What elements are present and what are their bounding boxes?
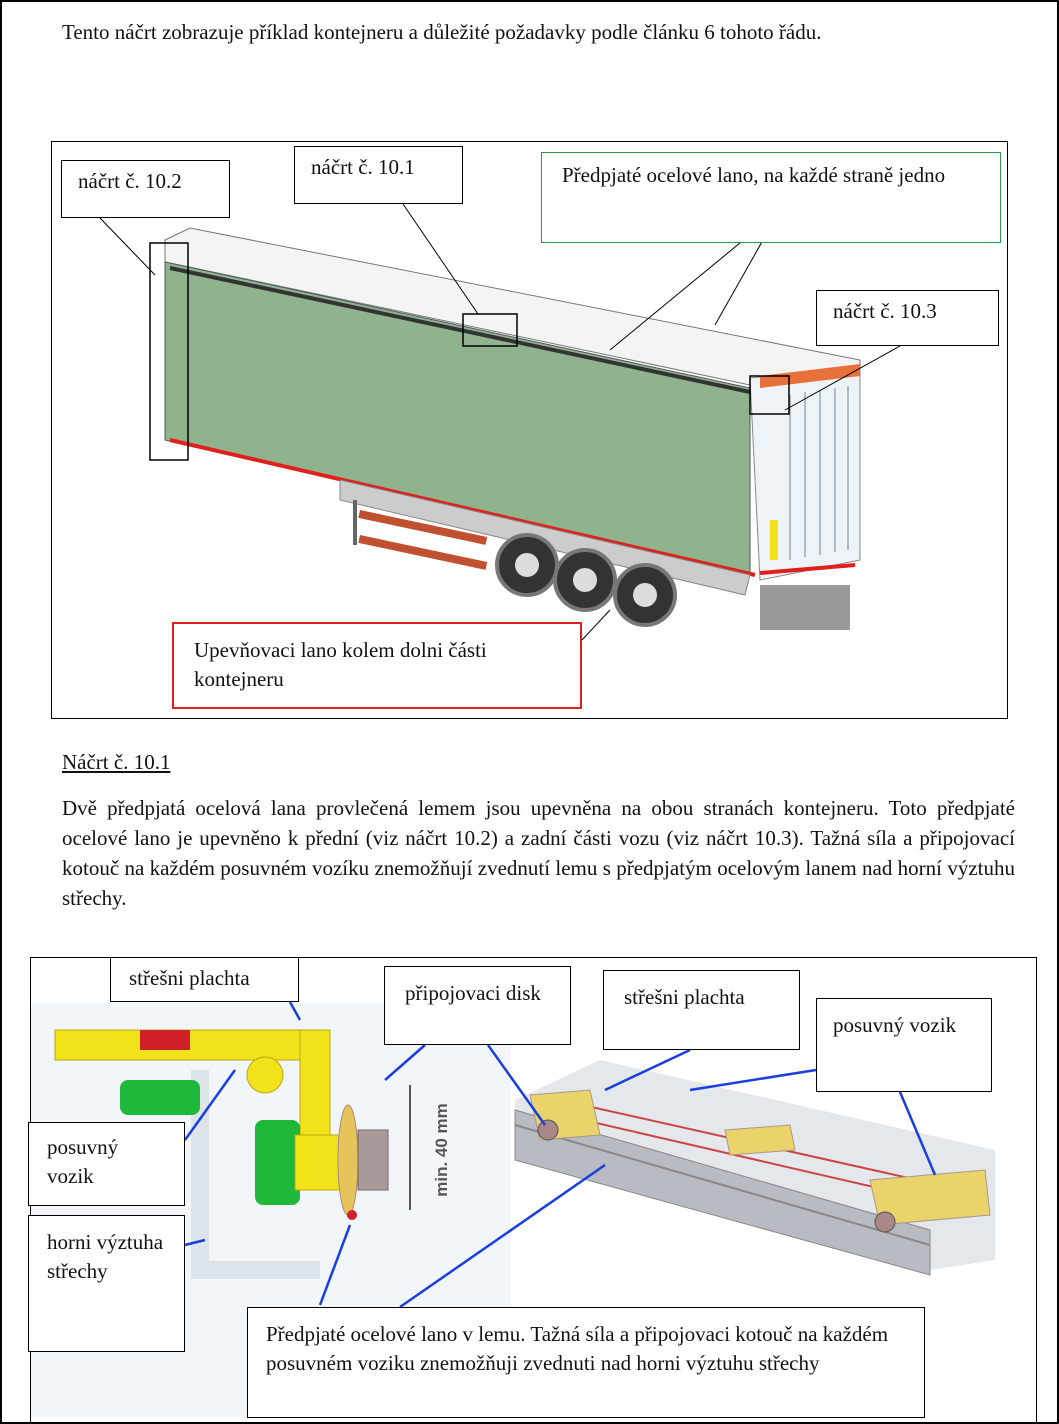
- callout-sliding-carriage-right: posuvný vozik: [816, 998, 992, 1092]
- caption-box: Předpjaté ocelové lano v lemu. Tažná síl…: [247, 1307, 925, 1418]
- detail-marker-10-1: [462, 313, 518, 347]
- callout-prestressed-cable: Předpjaté ocelové lano, na každé straně …: [541, 152, 1001, 243]
- callout-roof-tarp-left: střešni plachta: [110, 957, 299, 1002]
- callout-sketch-10-3: náčrt č. 10.3: [816, 290, 999, 346]
- rail-perspective-drawing: [514, 1060, 995, 1276]
- callout-bottom-rope: Upevňovaci lano kolem dolni části kontej…: [172, 622, 582, 709]
- callout-roof-tarp-right: střešni plachta: [603, 970, 800, 1050]
- section-heading: Náčrt č. 10.1: [62, 750, 171, 774]
- callout-sliding-carriage-left: posuvný vozik: [28, 1122, 185, 1206]
- trailer-drawing: [164, 227, 861, 630]
- callout-sketch-10-1: náčrt č. 10.1: [294, 146, 463, 204]
- callout-roof-reinforcement: horni výztuha střechy: [28, 1215, 185, 1352]
- dimension-label: min. 40 mm: [431, 1103, 451, 1197]
- detail-marker-10-3: [749, 375, 790, 415]
- callout-sketch-10-2: náčrt č. 10.2: [61, 160, 230, 218]
- intro-text: Tento náčrt zobrazuje příklad kontejneru…: [62, 20, 822, 44]
- detail-marker-10-2: [149, 242, 189, 461]
- section-paragraph: Dvě předpjatá ocelová lana provlečená le…: [62, 796, 1015, 910]
- callout-connecting-disk: připojovaci disk: [384, 966, 571, 1045]
